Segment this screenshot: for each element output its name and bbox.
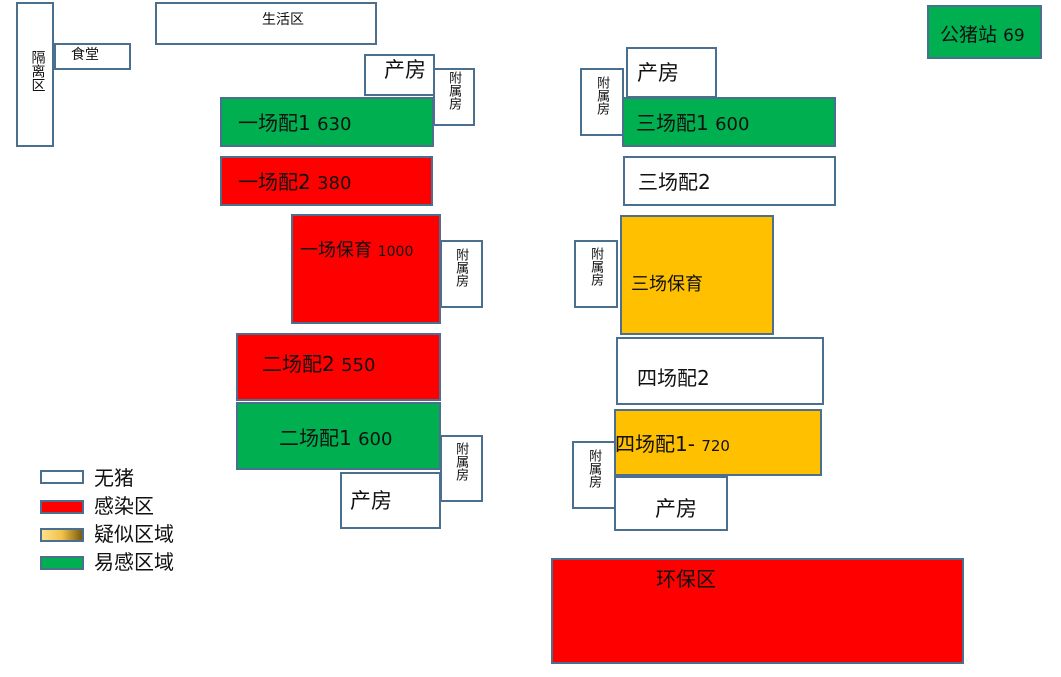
annex-2 [440, 240, 483, 308]
legend-label-infected: 感染区 [94, 494, 154, 518]
farm3-mating2-label: 三场配2 [638, 170, 711, 194]
farm1-mating1-label: 一场配1 630 [238, 111, 352, 135]
annex-1-label: 附属房 [446, 71, 462, 110]
canteen-zone [54, 43, 131, 70]
boar-station-label: 公猪站 69 [940, 24, 1025, 46]
canteen-label: 食堂 [71, 47, 99, 63]
delivery-room-2-label: 产房 [350, 489, 392, 513]
farm3-nursery [620, 215, 774, 335]
delivery-room-3-label: 产房 [637, 61, 679, 85]
environmental-zone-label: 环保区 [656, 567, 716, 591]
farm3-mating1 [622, 97, 836, 147]
legend-swatch-none [40, 470, 84, 484]
isolation-zone [16, 2, 54, 147]
annex-6-label: 附属房 [586, 449, 602, 488]
annex-4-label: 附属房 [594, 76, 610, 115]
delivery-room-2 [340, 472, 441, 529]
annex-5-label: 附属房 [588, 247, 604, 286]
environmental-zone [551, 558, 964, 664]
annex-3-label: 附属房 [453, 442, 469, 481]
farm4-mating1-label: 四场配1- 720 [615, 432, 730, 456]
farm2-mating2 [236, 333, 441, 401]
isolation-zone-label: 隔离区 [29, 50, 46, 92]
legend-label-none: 无猪 [94, 466, 134, 490]
living-label: 生活区 [262, 12, 304, 28]
annex-3 [440, 435, 483, 502]
boar-station [927, 5, 1042, 59]
farm4-mating2 [616, 337, 824, 405]
delivery-room-4-label: 产房 [655, 497, 697, 521]
farm1-mating2 [220, 156, 433, 206]
annex-1 [433, 68, 475, 126]
delivery-room-4 [614, 476, 728, 531]
farm2-mating1-label: 二场配1 600 [279, 426, 393, 450]
delivery-room-1-label: 产房 [384, 58, 426, 82]
farm3-mating2 [623, 156, 836, 206]
annex-5 [574, 240, 618, 308]
living-zone [155, 2, 377, 45]
delivery-room-1 [364, 54, 435, 96]
farm1-mating1 [220, 97, 434, 147]
farm1-nursery [291, 214, 441, 324]
annex-2-label: 附属房 [453, 248, 469, 287]
legend-swatch-susceptible [40, 556, 84, 570]
legend-label-susceptible: 易感区域 [94, 550, 174, 574]
farm1-mating2-label: 一场配2 380 [238, 170, 352, 194]
legend-swatch-infected [40, 500, 84, 514]
farm4-mating1 [614, 409, 822, 476]
legend-swatch-suspected [40, 528, 84, 542]
legend-label-suspected: 疑似区域 [94, 522, 174, 546]
farm1-nursery-label: 一场保育 1000 [300, 240, 414, 261]
farm3-nursery-label: 三场保育 [631, 274, 703, 295]
farm2-mating2-label: 二场配2 550 [262, 352, 376, 376]
annex-6 [572, 441, 616, 509]
farm4-mating2-label: 四场配2 [637, 366, 710, 390]
farm3-mating1-label: 三场配1 600 [636, 111, 750, 135]
